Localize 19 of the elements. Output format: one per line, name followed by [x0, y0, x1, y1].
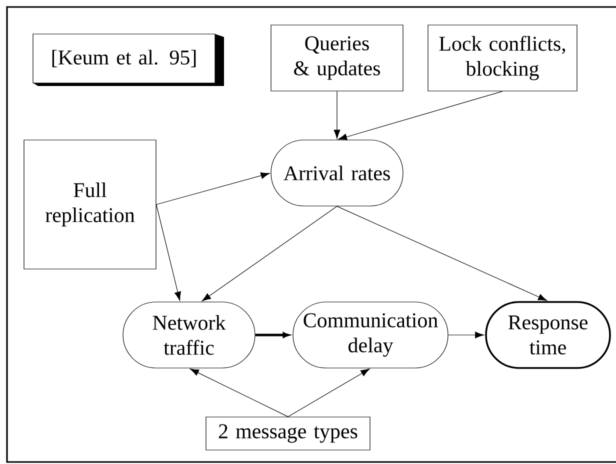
factor-node: Network traffic — [122, 302, 256, 368]
arrow — [156, 204, 181, 301]
arrow — [288, 368, 370, 417]
arrow — [202, 206, 338, 302]
arrow — [190, 368, 288, 417]
outcome-node: Response time — [485, 301, 611, 369]
arrow — [448, 332, 484, 338]
factor-box: Lock conflicts, blocking — [428, 24, 578, 92]
arrow — [156, 172, 270, 205]
factor-box: Queries & updates — [270, 24, 404, 92]
factor-box: 2 message types — [206, 416, 370, 450]
arrow — [334, 91, 340, 139]
factor-node: Communication delay — [292, 302, 448, 368]
arrow — [338, 91, 503, 140]
factor-node: Arrival rates — [270, 140, 404, 206]
arrow — [255, 332, 290, 338]
arrow — [336, 206, 548, 301]
citation-box: [Keum et al. 95] — [32, 34, 224, 86]
factor-box: Full replication — [24, 140, 156, 270]
